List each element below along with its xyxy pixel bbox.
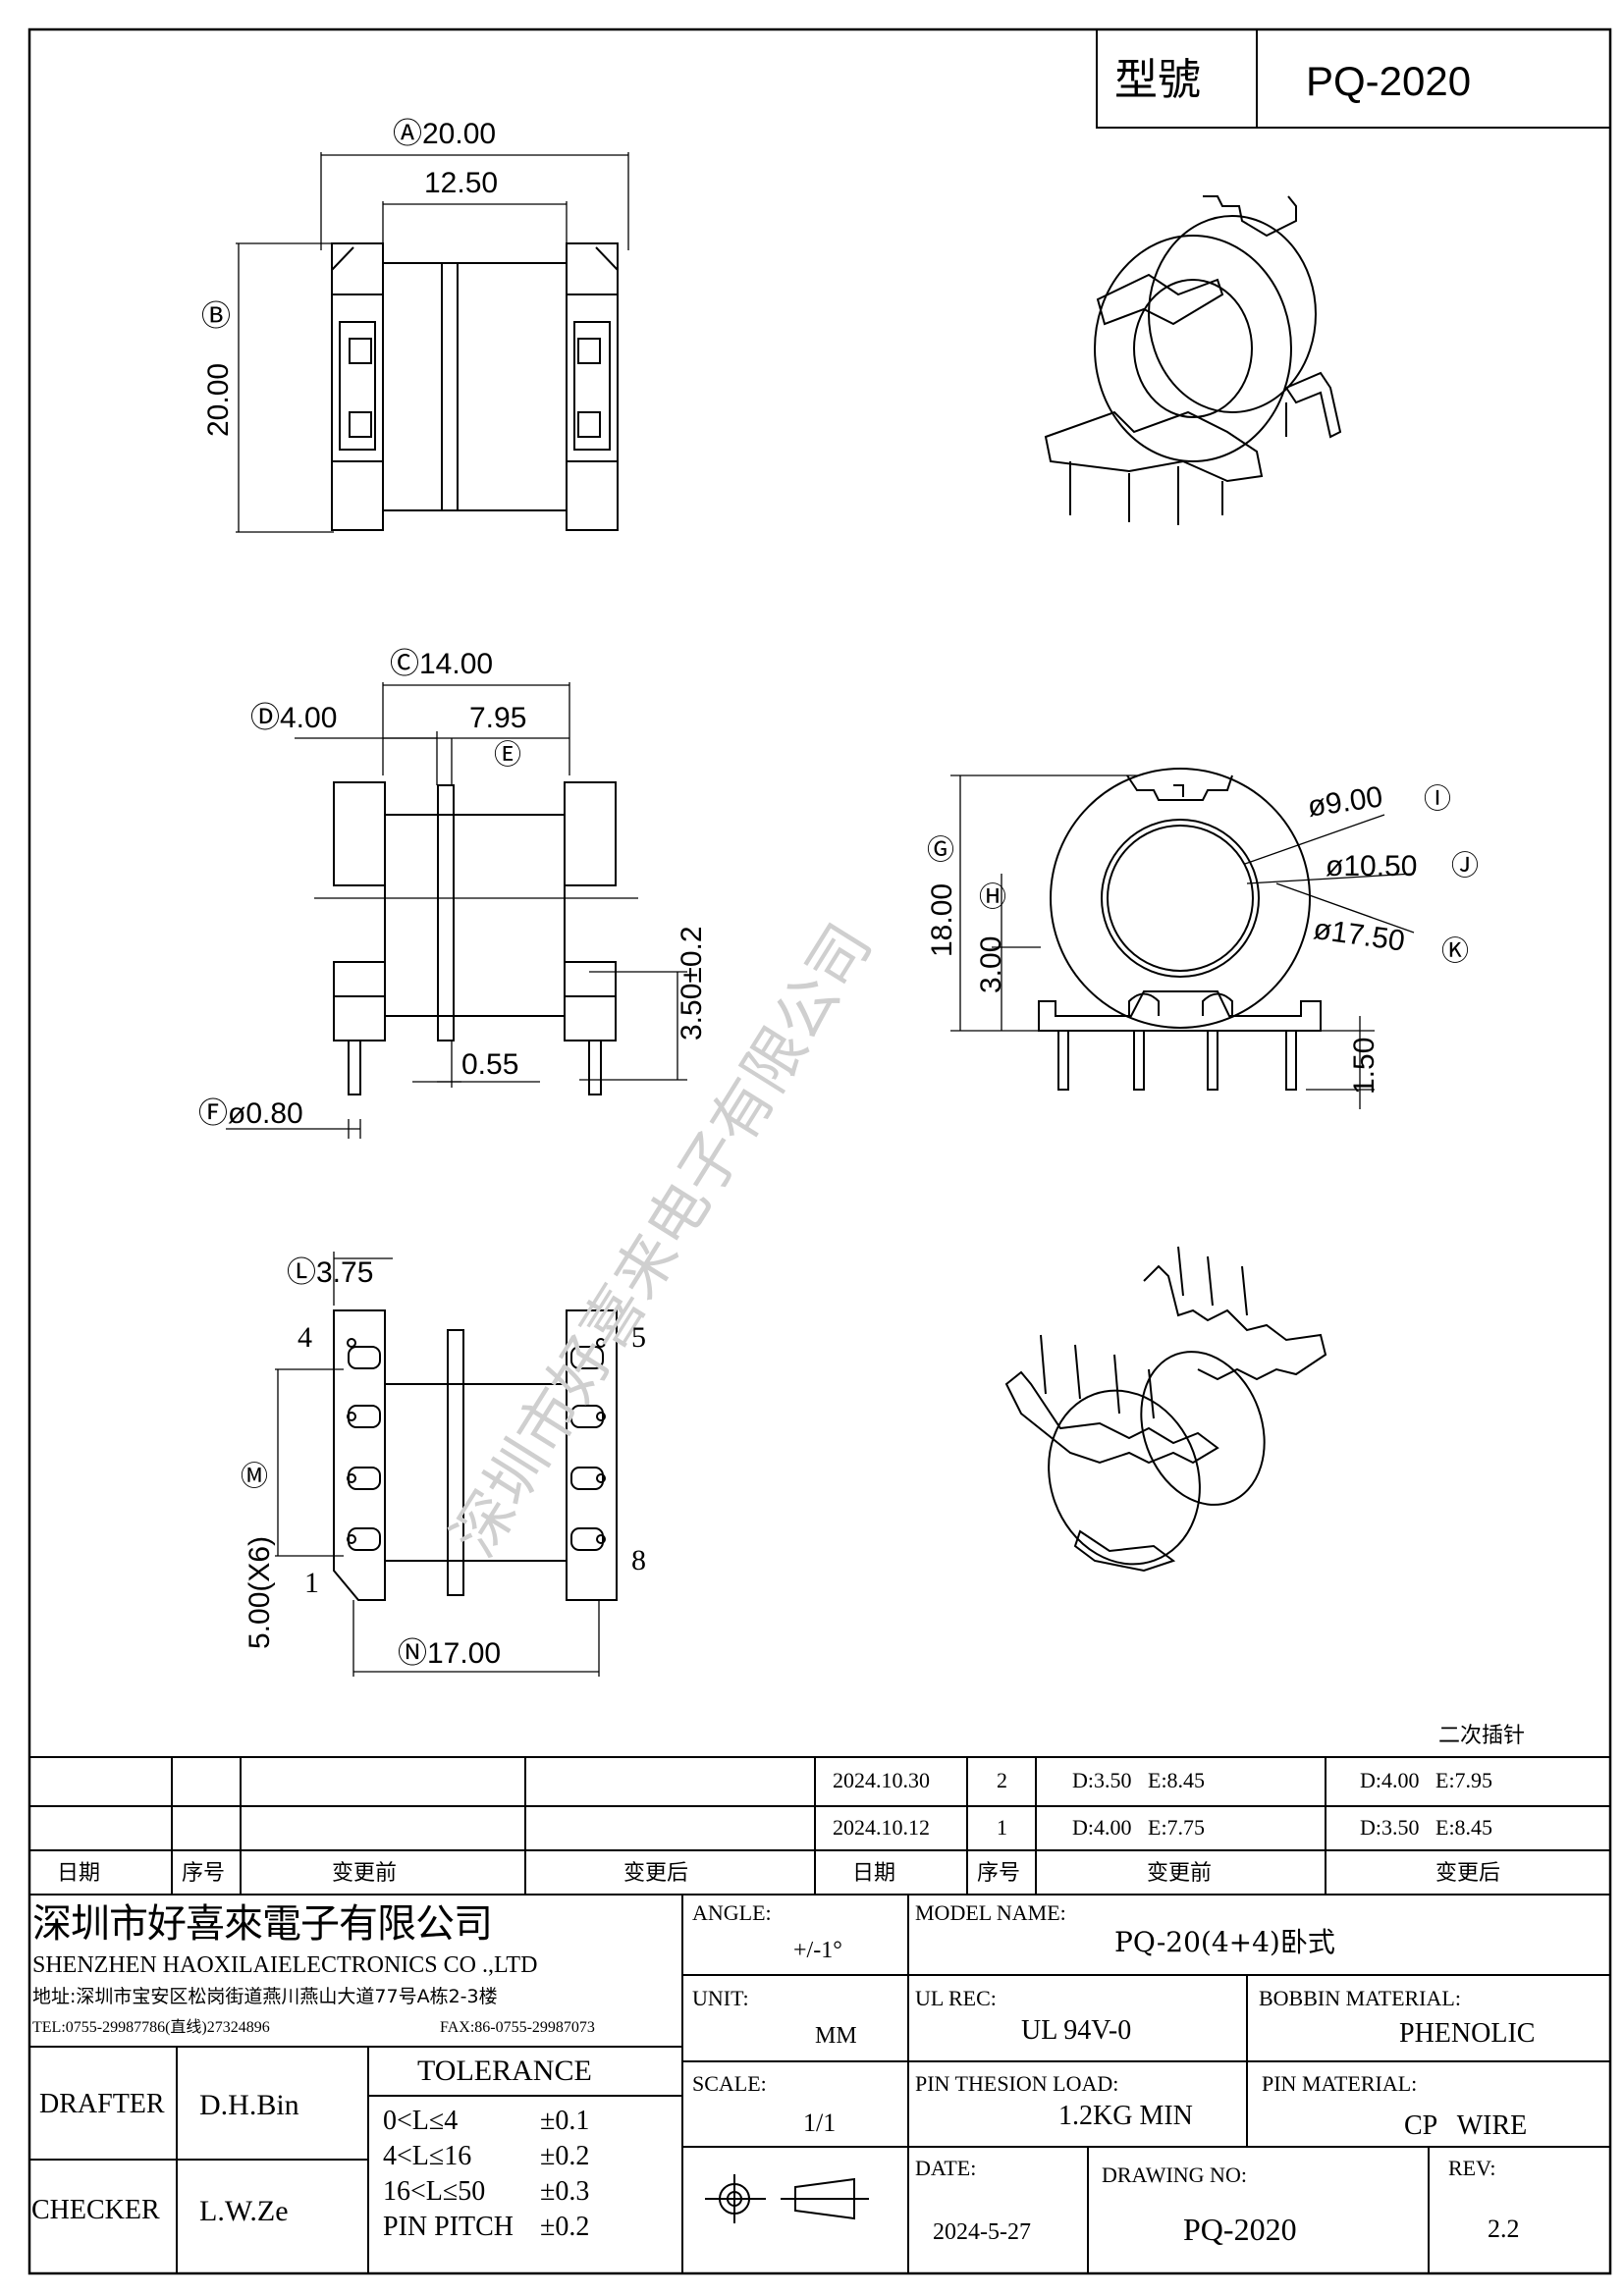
- dim-1-50: 1.50: [1348, 1037, 1380, 1095]
- tolerance-range-3: 16<L≤50: [383, 2176, 486, 2207]
- drawing-no-label: DRAWING NO:: [1102, 2163, 1247, 2187]
- tolerance-range-1: 0<L≤4: [383, 2106, 459, 2136]
- rev-value: 2.2: [1488, 2215, 1520, 2243]
- dim-b-letter: Ⓑ: [201, 300, 231, 333]
- pin-load-label: PIN THESION LOAD:: [915, 2071, 1119, 2096]
- rev-row-2-before: D:4.00 E:7.75: [1072, 1815, 1206, 1840]
- rev-header-after-2: 变更后: [1435, 1861, 1501, 1886]
- unit-value: MM: [815, 2023, 857, 2049]
- dim-e-value: 7.95: [469, 702, 527, 734]
- dim-i-letter: Ⓘ: [1424, 783, 1452, 814]
- tolerance-title: TOLERANCE: [417, 2055, 592, 2087]
- company-tel: TEL:0755-29987786(直线)27324896: [32, 2019, 270, 2036]
- drafter-label: DRAFTER: [39, 2089, 165, 2119]
- dim-j: ø10.50: [1326, 850, 1418, 882]
- ul-rec-value: UL 94V-0: [1021, 2015, 1132, 2046]
- tolerance-range-2: 4<L≤16: [383, 2141, 472, 2171]
- dim-12-50: 12.50: [424, 167, 499, 199]
- rev-header-date-2: 日期: [852, 1861, 896, 1886]
- rev-row-1-seq: 2: [997, 1768, 1007, 1792]
- rev-label: REV:: [1448, 2156, 1496, 2180]
- checker-label: CHECKER: [31, 2195, 160, 2225]
- company-address: 地址:深圳市宝安区松岗街道燕川燕山大道77号A栋2-3楼: [32, 1986, 498, 2007]
- dim-l: Ⓛ3.75: [287, 1256, 374, 1289]
- company-fax: FAX:86-0755-29987073: [440, 2019, 595, 2036]
- model-label: 型號: [1114, 56, 1201, 104]
- unit-label: UNIT:: [692, 1986, 749, 2010]
- dim-a: Ⓐ20.00: [393, 118, 497, 150]
- dim-k-letter: Ⓚ: [1441, 935, 1470, 966]
- dim-g: 18.00: [926, 882, 958, 957]
- pin-label-5: 5: [631, 1321, 646, 1354]
- view-iso-lower: [1004, 1246, 1327, 1573]
- bobbin-material-label: BOBBIN MATERIAL:: [1259, 1986, 1461, 2010]
- company-name-cn: 深圳市好喜來電子有限公司: [32, 1901, 493, 1947]
- pin-load-value: 1.2KG MIN: [1058, 2101, 1193, 2131]
- dim-d: Ⓓ4.00: [250, 702, 338, 734]
- tolerance-range-4: PIN PITCH: [383, 2212, 514, 2242]
- dim-0-55: 0.55: [461, 1048, 519, 1081]
- model-name-value: PQ-20(4+4)卧式: [1114, 1926, 1335, 1958]
- company-name-en: SHENZHEN HAOXILAIELECTRONICS CO .,LTD: [32, 1952, 538, 1978]
- checker-value: L.W.Ze: [199, 2195, 289, 2227]
- dim-h-letter: Ⓗ: [979, 881, 1007, 912]
- date-value: 2024-5-27: [933, 2219, 1031, 2245]
- tolerance-value-2: ±0.2: [540, 2141, 590, 2171]
- rev-row-2-date: 2024.10.12: [833, 1815, 930, 1840]
- model-value: PQ-2020: [1306, 58, 1472, 104]
- view-iso-upper: [1044, 195, 1342, 525]
- rev-row-1-after: D:4.00 E:7.95: [1360, 1768, 1493, 1792]
- rev-row-2-seq: 1: [997, 1815, 1007, 1840]
- dim-m: 5.00(X6): [244, 1535, 276, 1649]
- angle-label: ANGLE:: [692, 1900, 772, 1925]
- dim-c: Ⓒ14.00: [390, 648, 494, 680]
- angle-value: +/-1°: [793, 1938, 842, 1963]
- rev-header-seq: 序号: [182, 1861, 226, 1886]
- rev-header-seq-2: 序号: [977, 1861, 1021, 1886]
- tolerance-value-3: ±0.3: [540, 2176, 590, 2207]
- view-bottom: [275, 1252, 618, 1677]
- rev-row-1-date: 2024.10.30: [833, 1768, 930, 1792]
- scale-value: 1/1: [803, 2109, 837, 2137]
- dim-b: 20.00: [202, 362, 235, 437]
- pin-material-label: PIN MATERIAL:: [1262, 2071, 1418, 2096]
- dim-f: Ⓕø0.80: [198, 1097, 303, 1130]
- dim-j-letter: Ⓙ: [1451, 850, 1480, 881]
- header-box: [1096, 28, 1611, 129]
- tolerance-value-4: ±0.2: [540, 2212, 590, 2242]
- rev-header-before-2: 变更前: [1147, 1861, 1213, 1886]
- view-side: [950, 768, 1415, 1109]
- watermark: 深圳市好喜来电子有限公司: [438, 911, 886, 1569]
- dim-n: Ⓝ17.00: [398, 1637, 502, 1670]
- rev-header-date: 日期: [57, 1861, 101, 1886]
- view-front: [226, 682, 687, 1139]
- table-grid: [29, 1756, 1610, 2273]
- dim-e-letter: Ⓔ: [494, 739, 522, 770]
- pin-material-value: CP WIRE: [1404, 2110, 1528, 2141]
- dim-3-50: 3.50±0.2: [676, 926, 708, 1041]
- note-secondary-pins: 二次插针: [1438, 1724, 1526, 1748]
- drafter-value: D.H.Bin: [199, 2089, 299, 2121]
- pin-label-1: 1: [304, 1567, 319, 1599]
- dim-m-letter: Ⓜ: [241, 1461, 269, 1491]
- date-label: DATE:: [915, 2156, 977, 2180]
- rev-header-after: 变更后: [623, 1861, 689, 1886]
- view-top: [236, 152, 629, 533]
- drawing-no-value: PQ-2020: [1183, 2212, 1297, 2247]
- pin-label-4: 4: [298, 1321, 312, 1354]
- rev-row-2-after: D:3.50 E:8.45: [1360, 1815, 1493, 1840]
- pin-label-8: 8: [631, 1544, 646, 1576]
- rev-row-1-before: D:3.50 E:8.45: [1072, 1768, 1206, 1792]
- rev-header-before: 变更前: [332, 1861, 398, 1886]
- sheet-frame: [27, 27, 1612, 2275]
- tolerance-value-1: ±0.1: [540, 2106, 590, 2136]
- dim-g-letter: Ⓖ: [927, 834, 955, 865]
- dim-h: 3.00: [975, 935, 1007, 993]
- bobbin-material-value: PHENOLIC: [1399, 2018, 1536, 2049]
- model-name-label: MODEL NAME:: [915, 1900, 1066, 1925]
- ul-rec-label: UL REC:: [915, 1986, 997, 2010]
- scale-label: SCALE:: [692, 2071, 767, 2096]
